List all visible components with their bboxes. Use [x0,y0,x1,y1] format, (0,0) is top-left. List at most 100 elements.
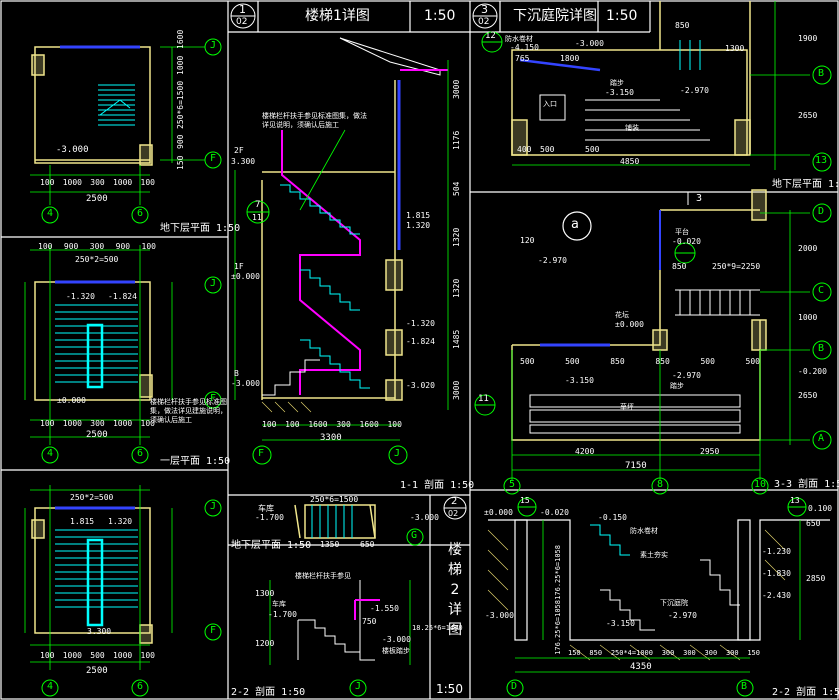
plan2-step-dim: 250*2=500 [75,255,119,264]
gt-dim-1: 1800 [560,54,580,63]
st2s-dim-c: 750 [362,617,377,626]
gm-dim-top-1: 850 [672,262,687,271]
gt-dim-b3: 4850 [620,157,640,166]
dimension-value: 900 [115,242,131,251]
axis-bubble [41,38,222,224]
sec11-floor-2f: 2F [234,146,244,155]
dimension-value: 1000 [112,651,133,660]
gs-elev-5: -2.970 [668,611,697,620]
gs-elev-7: -1.830 [762,569,791,578]
axis-label: 6 [137,448,144,459]
axis-label: 4 [47,448,54,459]
dimension-value: 100 [140,419,155,428]
gt-dim-b1: 500 [540,145,555,154]
dimension-value: 150 [568,649,581,657]
gt-dim-b0: 400 [517,145,532,154]
sec11-elev-7: -3.000 [231,379,260,388]
st2p-dim-a: 1350 [320,540,340,549]
dimension-value: 300 [90,419,105,428]
dimension-value: 1000 [112,419,133,428]
axis-label: 8 [657,479,664,490]
dimension-value: 100 [140,178,155,187]
dimension-value: 1320 [452,227,461,248]
axis-label: J [210,278,217,289]
gm-elev-1: -2.970 [538,256,567,265]
gm-dim-top-2: 250*9=2250 [712,262,761,271]
dimension-value: 100 [38,242,53,251]
gs-elev-8: -2.430 [762,591,791,600]
title-char: 详 [448,602,462,618]
st2s-note: 楼梯栏杆扶手参见 [295,572,351,580]
st2s-dim-b: 1300 [255,589,275,598]
gs-dim-right-1: 2850 [806,574,826,583]
axis-label: 4 [47,681,54,692]
gm-label-2: 踏步 [670,382,684,390]
gs-elev-1: -0.020 [540,508,569,517]
dimension-value: 100 [262,420,277,429]
gt-dim-2: 850 [675,21,690,30]
gm-label-0: 平台 [675,228,689,236]
st2p-elev-b: -3.000 [410,513,439,522]
plan1-elev: -3.000 [56,145,89,155]
caption-basement-plan: 地下层平面 1:50 [160,223,241,234]
stair1-title: 楼梯1详图 [305,8,370,24]
plan2-elev-b: -1.824 [108,292,137,301]
dimension-value: 1000 [62,651,82,660]
st2s-elev-b: -1.550 [370,604,399,613]
st2s-dim-a: 1200 [255,639,275,648]
gs-bubble-0: 15 [520,496,530,505]
gm-callout: a [571,217,579,232]
title-bubble-stair2 [443,496,467,520]
gm-label-1: 花坛 [615,311,629,319]
section-1-1 [234,37,449,465]
gt-dim-b2: 500 [585,145,600,154]
garden-plan [474,189,832,495]
dimension-value: 250*4=1000 [610,649,653,657]
st2s-garage: 车库 [272,600,286,608]
caption-ground-plan: 一层平面 1:50 [160,456,231,467]
garden-number: 3 [481,3,488,16]
dimension-value: 850 [655,357,670,366]
sec11-floor-1f: 1F [234,262,244,271]
section-mark: 3 [696,193,703,204]
st2p-dim-b: 650 [360,540,375,549]
gt-elev-2: -3.150 [605,88,634,97]
garden-title: 下沉庭院详图 [513,8,597,24]
gm-dim-top-0: 120 [520,236,535,245]
gt-bubble: 12 [485,31,496,41]
axis-label: 4 [47,208,54,219]
plan2-elev-c: ±0.000 [57,396,86,405]
axis-label: F [210,153,217,164]
st2s-dim-d: 18.25*6=1400 [412,624,463,632]
dimension-value: 1485 [452,329,461,350]
dimension-value: 1000 [176,55,185,75]
gt-label-0: 防水卷材 [505,35,533,43]
dimension-value: 1176 [452,130,461,151]
sec11-floor-b: B [234,369,239,378]
garden-sheet: 02 [478,17,490,27]
axis-label: J [394,448,401,459]
gt-dim-3: 1300 [725,44,745,53]
dimension-value: 300 [89,242,105,251]
gs-elev-9: 0.100 [808,504,833,513]
caption-stair2-section: 2-2 剖面 1:50 [231,687,306,698]
plan1-total: 2500 [86,194,108,204]
gm-elev-5: -0.200 [798,367,827,376]
sec11-elev-2: 1.320 [406,221,431,230]
axis-label: D [511,681,518,692]
stair2-number: 2 [451,496,458,507]
caption-stair2-plan: 地下层平面 1:50 [231,540,312,551]
gm-label-3: 草坪 [620,403,634,411]
dimension-value: 3000 [452,80,461,100]
dimension-value: 504 [452,181,461,197]
title-bubble-garden [472,3,498,29]
plan3-step-dim: 250*2=500 [70,493,114,502]
sec11-elev-6: -3.020 [406,381,435,390]
